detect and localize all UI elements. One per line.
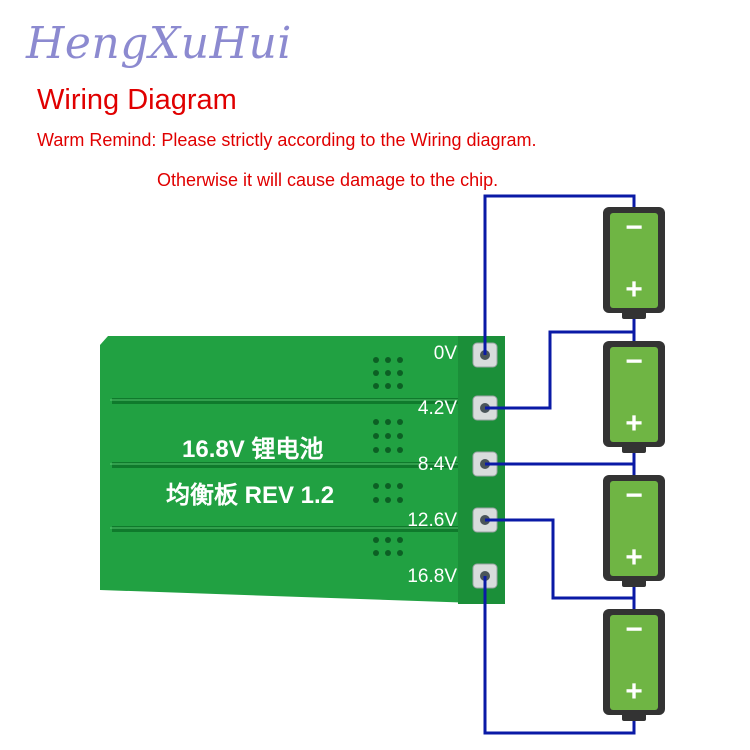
board-title-line-1: 16.8V 锂电池 xyxy=(182,436,324,463)
pin-label-8-4v: 8.4V xyxy=(417,454,457,475)
battery-1-minus: − xyxy=(625,211,643,244)
battery-4 xyxy=(603,609,665,721)
battery-2-minus: − xyxy=(625,345,643,378)
battery-4-plus: + xyxy=(625,675,643,708)
battery-1-plus: + xyxy=(625,273,643,306)
wire-4-2v xyxy=(485,319,636,410)
pin-label-12-6v: 12.6V xyxy=(407,510,457,531)
battery-1 xyxy=(603,207,665,319)
wire-8-4v xyxy=(485,453,636,466)
pin-label-4-2v: 4.2V xyxy=(417,398,457,419)
wire-12-6v xyxy=(485,518,636,600)
battery-3-minus: − xyxy=(625,479,643,512)
wires xyxy=(483,194,636,735)
battery-2-plus: + xyxy=(625,407,643,440)
pin-label-16-8v: 16.8V xyxy=(407,566,457,587)
wire-0v xyxy=(483,194,636,355)
pin-label-0v: 0V xyxy=(433,343,457,364)
brand-logo: HengXuHui xyxy=(26,18,292,69)
battery-2 xyxy=(603,341,665,453)
diagram-title: Wiring Diagram xyxy=(37,84,237,116)
battery-4-minus: − xyxy=(625,613,643,646)
warning-line-2: Otherwise it will cause damage to the ch… xyxy=(157,170,499,190)
warning-line-1: Warm Remind: Please strictly according t… xyxy=(37,130,537,150)
board-title-line-2: 均衡板 REV 1.2 xyxy=(166,482,335,509)
battery-3 xyxy=(603,475,665,587)
pcb-board xyxy=(100,336,505,604)
battery-3-plus: + xyxy=(625,541,643,574)
wire-16-8v xyxy=(483,576,636,735)
